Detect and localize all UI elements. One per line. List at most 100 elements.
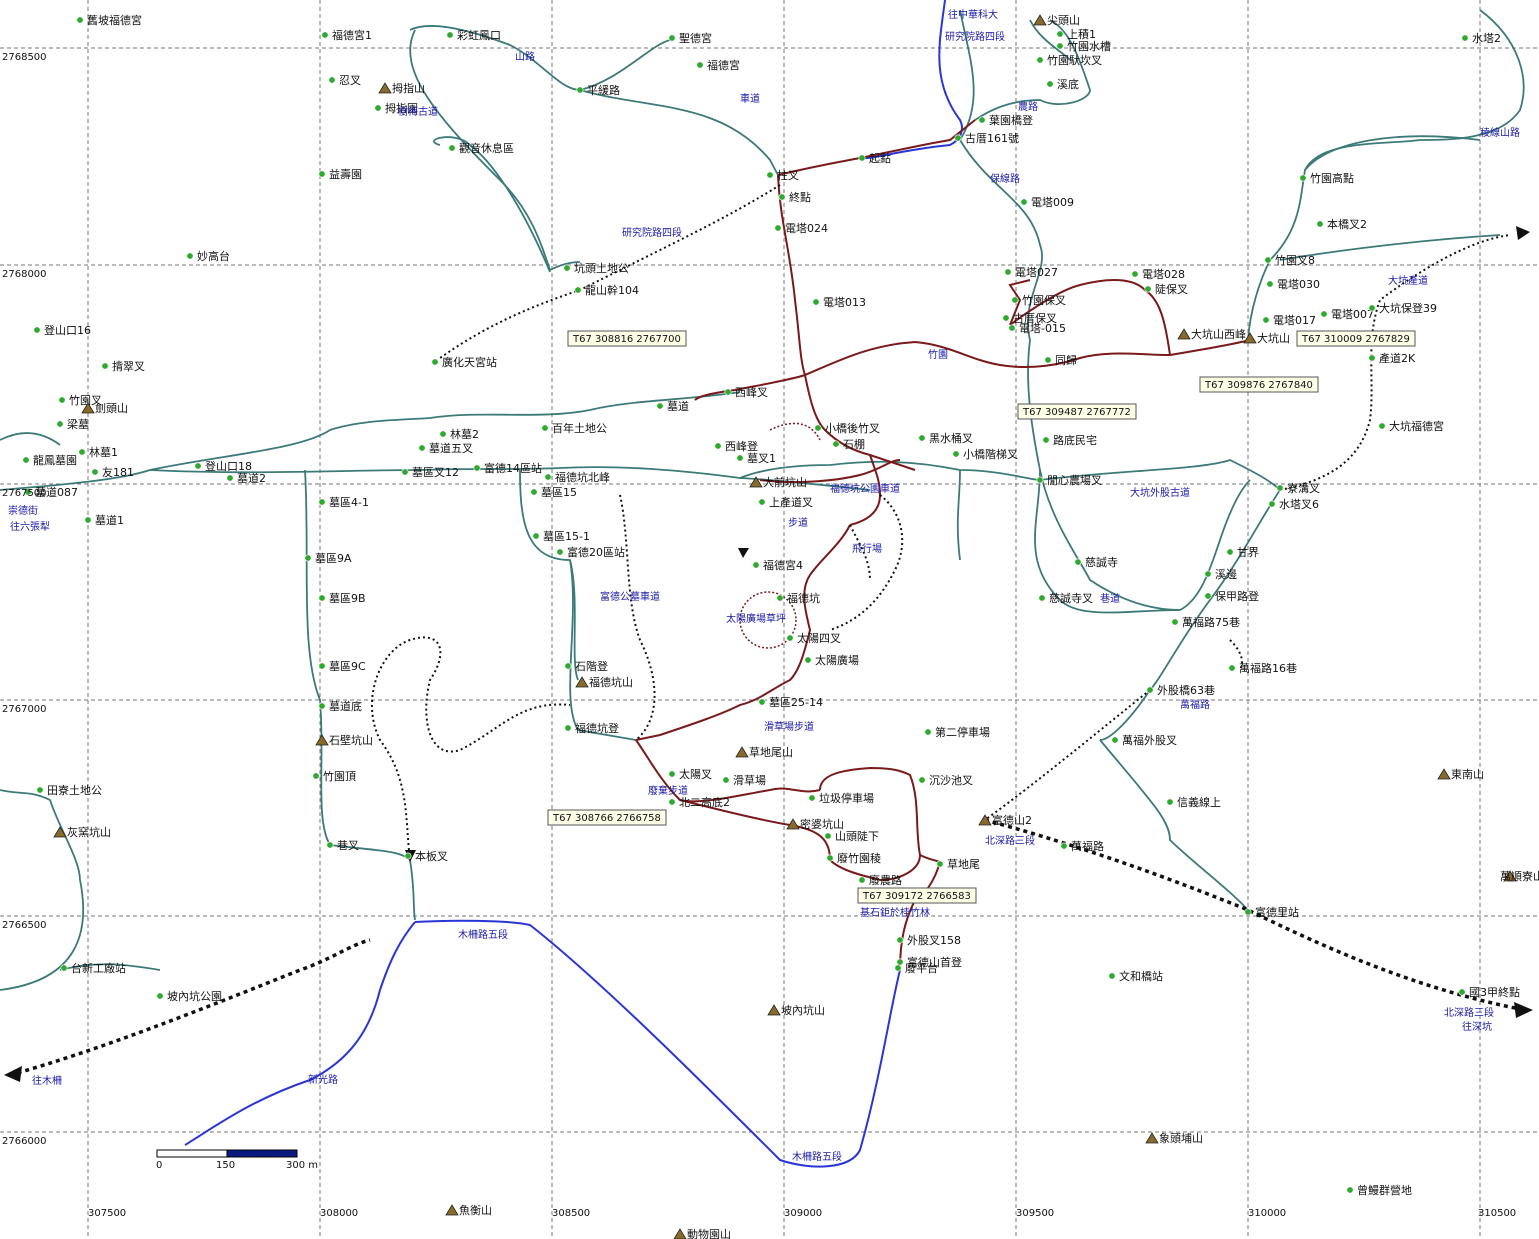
poi-marker[interactable]: 電塔030: [1266, 278, 1320, 291]
poi-marker[interactable]: 墓區9C: [318, 660, 366, 673]
poi-marker[interactable]: 慈誠寺叉: [1038, 591, 1093, 605]
poi-marker[interactable]: 灰窯坑山: [53, 825, 111, 839]
poi-marker[interactable]: 觀音休息區: [448, 141, 514, 155]
poi-marker[interactable]: 閒心農場叉: [1036, 473, 1102, 487]
poi-marker[interactable]: 萬福路16巷: [1228, 661, 1297, 675]
poi-marker[interactable]: 富德14區站: [473, 461, 542, 475]
poi-marker[interactable]: 墓道1: [84, 513, 124, 527]
poi-marker[interactable]: 廢農路: [858, 873, 902, 887]
poi-marker[interactable]: 廢平台: [894, 961, 938, 975]
poi-marker[interactable]: 保甲路登: [1204, 589, 1259, 603]
poi-marker[interactable]: 小橋後竹叉: [814, 421, 880, 435]
poi-marker[interactable]: 太陽廣場: [804, 653, 859, 667]
poi-marker[interactable]: 西峰叉: [724, 386, 768, 399]
poi-marker[interactable]: 電塔017: [1262, 314, 1316, 327]
poi-marker[interactable]: 密婆坑山: [786, 817, 844, 831]
poi-marker[interactable]: 竹園保叉: [1011, 293, 1066, 307]
poi-marker[interactable]: 墓道五叉: [418, 441, 473, 455]
poi-marker[interactable]: 墓區叉12: [401, 466, 459, 479]
poi-marker[interactable]: 東南山: [1437, 768, 1484, 781]
poi-marker[interactable]: 墓道: [656, 399, 689, 413]
poi-marker[interactable]: 大坑保登39: [1368, 301, 1437, 315]
poi-marker[interactable]: 山頭陡下: [824, 830, 879, 843]
poi-marker[interactable]: 龍山幹104: [574, 283, 639, 297]
poi-marker[interactable]: 拇指園: [374, 101, 418, 115]
poi-marker[interactable]: 溪底: [1046, 77, 1079, 91]
poi-marker[interactable]: 黑水桶叉: [918, 431, 973, 445]
coord-box[interactable]: T67 309487 2767772: [1017, 403, 1137, 420]
poi-marker[interactable]: 林墓2: [439, 427, 479, 441]
poi-marker[interactable]: 竹園馱坎叉: [1036, 53, 1102, 67]
poi-marker[interactable]: 舊坡福德宮: [76, 13, 142, 27]
poi-marker[interactable]: 西峰登: [714, 439, 758, 453]
poi-marker[interactable]: 第二停車場: [924, 725, 990, 739]
poi-marker[interactable]: 古厝保叉: [1002, 311, 1057, 325]
poi-marker[interactable]: 墓道087: [24, 485, 78, 499]
poi-marker[interactable]: 福德坑山: [575, 675, 633, 689]
poi-marker[interactable]: 福德宮: [696, 58, 740, 72]
poi-marker[interactable]: 甘界: [1226, 546, 1259, 559]
poi-marker[interactable]: 垃圾停車場: [808, 791, 874, 805]
poi-marker[interactable]: 巷叉: [326, 839, 359, 852]
poi-marker[interactable]: 萬福路75巷: [1171, 615, 1240, 629]
coord-box[interactable]: T67 309172 2766583: [857, 887, 977, 904]
coord-box[interactable]: T67 310009 2767829: [1296, 330, 1416, 347]
poi-marker[interactable]: 登山口16: [33, 323, 91, 337]
poi-marker[interactable]: 揹翠叉: [101, 359, 145, 373]
poi-marker[interactable]: 友181: [91, 465, 134, 479]
poi-marker[interactable]: 坡內坑山: [767, 1003, 825, 1017]
poi-marker[interactable]: 富德山2: [978, 813, 1032, 827]
poi-marker[interactable]: 陡保叉: [1144, 282, 1188, 296]
coord-box[interactable]: T67 308816 2767700: [567, 330, 687, 347]
poi-marker[interactable]: 墓區4-1: [318, 496, 369, 509]
poi-marker[interactable]: 路底民宅: [1042, 433, 1097, 447]
poi-marker[interactable]: 忍叉: [328, 74, 361, 87]
poi-marker[interactable]: 福德坑登: [564, 721, 619, 735]
poi-marker[interactable]: 溪邊: [1204, 567, 1237, 581]
poi-marker[interactable]: 魚衡山: [445, 1204, 492, 1217]
poi-marker[interactable]: 坡內坑公園: [156, 989, 222, 1003]
poi-marker[interactable]: 外股橋63巷: [1146, 683, 1215, 697]
poi-marker[interactable]: 聖德宮: [668, 31, 712, 45]
poi-marker[interactable]: 水塔叉6: [1268, 498, 1319, 511]
poi-marker[interactable]: 電塔009: [1020, 196, 1074, 209]
poi-marker[interactable]: 葉園橋登: [978, 113, 1033, 127]
poi-marker[interactable]: 柱叉: [766, 168, 799, 182]
poi-marker[interactable]: 石棚: [832, 437, 865, 451]
poi-marker[interactable]: 竹園高點: [1299, 171, 1354, 185]
poi-marker[interactable]: 本板叉: [404, 849, 448, 863]
poi-marker[interactable]: 平緩路: [576, 84, 620, 97]
poi-marker[interactable]: 福德宮4: [752, 558, 803, 572]
poi-marker[interactable]: 台新工廠站: [60, 961, 126, 975]
poi-marker[interactable]: 墓區15-1: [532, 530, 590, 543]
poi-marker[interactable]: 龍鳳墓園: [22, 453, 77, 467]
coord-box[interactable]: T67 308766 2766758: [547, 809, 667, 826]
poi-marker[interactable]: 電塔027: [1004, 266, 1058, 279]
poi-marker[interactable]: 動物園山: [673, 1227, 731, 1239]
poi-marker[interactable]: 竹園水槽: [1056, 39, 1111, 53]
poi-marker[interactable]: 上積1: [1056, 27, 1096, 41]
poi-marker[interactable]: 產道2K: [1368, 351, 1416, 365]
poi-marker[interactable]: 福德坑: [776, 591, 820, 605]
poi-marker[interactable]: 大坑山: [1243, 331, 1290, 345]
poi-marker[interactable]: 上產道叉: [758, 495, 813, 509]
poi-marker[interactable]: 廢竹園稜: [826, 851, 881, 865]
poi-marker[interactable]: 石壁坑山: [315, 733, 373, 747]
poi-marker[interactable]: 古厝161號: [954, 132, 1019, 145]
poi-marker[interactable]: 百年土地公: [541, 421, 607, 435]
poi-marker[interactable]: 大坑福德宮: [1378, 419, 1444, 433]
poi-marker[interactable]: 林墓1: [78, 445, 118, 459]
poi-marker[interactable]: 文和橋站: [1108, 969, 1163, 983]
poi-marker[interactable]: 妙高台: [186, 249, 230, 263]
poi-marker[interactable]: 太陽叉: [668, 768, 712, 781]
poi-marker[interactable]: 電塔028: [1131, 268, 1185, 281]
poi-marker[interactable]: 登山口18: [194, 459, 252, 473]
poi-marker[interactable]: 電塔013: [812, 296, 866, 309]
poi-marker[interactable]: 劍頭山: [81, 401, 128, 415]
poi-marker[interactable]: 太陽四叉: [786, 632, 841, 645]
poi-marker[interactable]: 拇指山: [378, 81, 425, 95]
poi-marker[interactable]: 電塔-015: [1008, 322, 1066, 335]
poi-marker[interactable]: 墓區9A: [304, 552, 352, 565]
